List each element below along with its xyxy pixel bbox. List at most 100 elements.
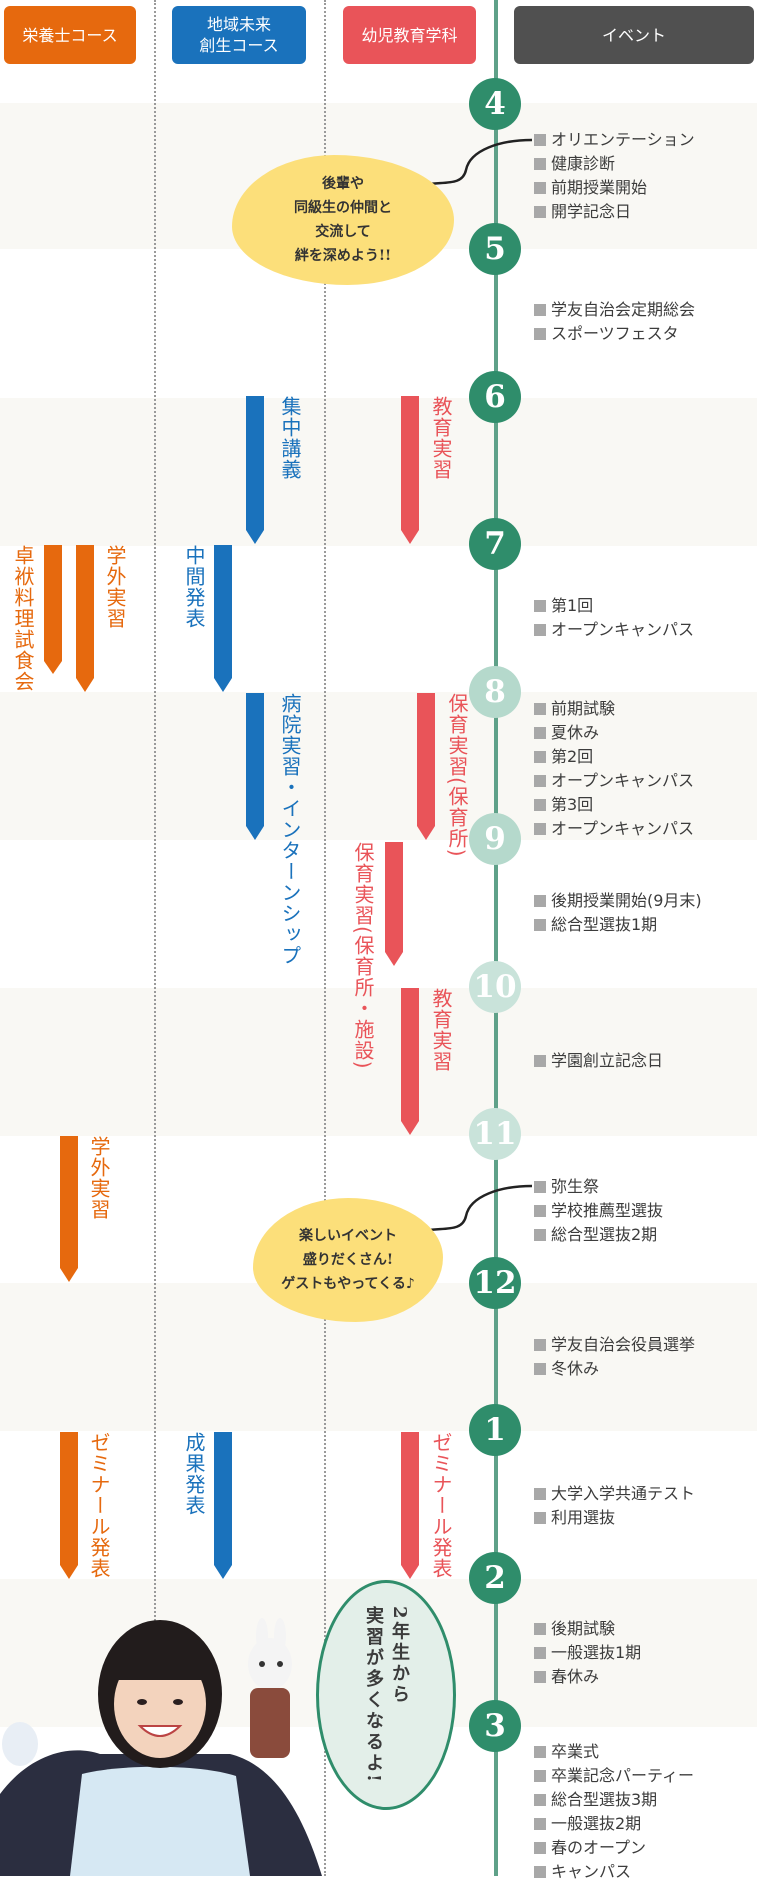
list-item: 大学入学共通テスト [534,1482,754,1506]
list-item: 一般選抜1期 [534,1641,754,1665]
list-item: 学友自治会役員選挙 [534,1333,754,1357]
header-eiyo-course: 栄養士コース [4,6,136,64]
list-item: オリエンテーション [534,128,754,152]
header-yoji-department: 幼児教育学科 [343,6,476,64]
bar-hoiku2 [385,842,403,966]
month-marker: 10 [469,961,521,1013]
label-hoiku1: 保育実習(保育所) [445,693,469,858]
list-item: 学友自治会定期総会 [534,298,754,322]
list-item: 一般選抜2期 [534,1812,754,1836]
list-item: 春のオープン [534,1836,754,1860]
bar-shuchu [246,396,264,544]
list-item: 学園創立記念日 [534,1049,754,1073]
list-item: 総合型選抜1期 [534,913,754,937]
list-item: 弥生祭 [534,1175,754,1199]
label-semi-eiyo: ゼミナール発表 [87,1432,111,1579]
list-item: 後期授業開始(9月末) [534,889,754,913]
month-marker: 12 [469,1257,521,1309]
list-item: 春休み [534,1665,754,1689]
list-item: 健康診断 [534,152,754,176]
bar-kyoiku1 [401,396,419,544]
list-item: 夏休み [534,721,754,745]
bar-hoiku1 [417,693,435,840]
bar-semi-eiyo [60,1432,78,1579]
bar-gakugai1 [76,545,94,692]
bar-chukan [214,545,232,692]
bar-kyoiku2 [401,988,419,1135]
month-marker: 11 [469,1108,521,1160]
bubble-line: 絆を深めよう!! [294,248,392,264]
label-kyoiku2: 教育実習 [429,988,453,1072]
list-item: 第1回 [534,594,754,618]
bubble-line: 2年生から [389,1605,410,1706]
month-marker: 3 [469,1700,521,1752]
month-marker: 4 [469,78,521,130]
list-item: 開学記念日 [534,200,754,224]
label-takushoku: 卓袱料理試食会 [11,545,35,692]
label-gakugai1: 学外実習 [103,545,127,629]
bubble-line: 同級生の仲間と [294,200,392,216]
bubble-line: 盛りだくさん! [302,1252,394,1268]
month-marker: 1 [469,1404,521,1456]
list-item: 利用選抜 [534,1506,754,1530]
event-list-jan: 大学入学共通テスト 利用選抜 [534,1482,754,1530]
header-chiiki-course: 地域未来創生コース [172,6,306,64]
event-list-feb: 後期試験 一般選抜1期 春休み [534,1617,754,1689]
bar-byoin [246,693,264,840]
bubble-line: ゲストもやってくる♪ [281,1276,415,1292]
event-list-oct: 学園創立記念日 [534,1049,754,1073]
bubble-line: 楽しいイベント [298,1228,397,1244]
bar-seika [214,1432,232,1579]
bubble-line: 実習が多くなるよ! [363,1605,384,1785]
label-seika: 成果発表 [182,1432,206,1516]
event-list-may: 学友自治会定期総会 スポーツフェスタ [534,298,754,346]
bubble-line: 交流して [315,224,371,240]
list-item: 冬休み [534,1357,754,1381]
month-marker: 9 [469,813,521,865]
event-list-mar: 卒業式 卒業記念パーティー 総合型選抜3期 一般選抜2期 春のオープン キャンパ… [534,1740,754,1884]
event-list-sep: 後期授業開始(9月末) 総合型選抜1期 [534,889,754,937]
label-gakugai2: 学外実習 [87,1136,111,1220]
student-photo [0,1618,322,1876]
column-divider [154,0,156,1876]
list-item: 学校推薦型選抜 [534,1199,754,1223]
event-list-aug: 前期試験 夏休み 第2回 オープンキャンパス 第3回 オープンキャンパス [534,697,754,841]
label-hoiku2: 保育実習(保育所・施設) [351,842,375,1070]
timeline-line [494,0,498,1876]
month-band-jun [0,398,757,546]
label-chukan: 中間発表 [182,545,206,629]
list-item: オープンキャンパス [534,618,754,642]
event-list-jul: 第1回 オープンキャンパス [534,594,754,642]
month-marker: 8 [469,666,521,718]
bar-gakugai2 [60,1136,78,1282]
month-band-aug [0,692,757,840]
event-list-dec: 学友自治会役員選挙 冬休み [534,1333,754,1381]
list-item: オープンキャンパス [534,817,754,841]
month-marker: 6 [469,371,521,423]
month-marker: 7 [469,518,521,570]
month-marker: 2 [469,1552,521,1604]
month-band-oct [0,988,757,1136]
list-item: オープンキャンパス [534,769,754,793]
label-byoin: 病院実習・インターンシップ [278,693,302,966]
list-item: 前期授業開始 [534,176,754,200]
list-item: 卒業記念パーティー [534,1764,754,1788]
list-item: スポーツフェスタ [534,322,754,346]
event-list-apr: オリエンテーション 健康診断 前期授業開始 開学記念日 [534,128,754,224]
list-item: 総合型選抜2期 [534,1223,754,1247]
column-divider [324,0,326,1876]
list-item: 第2回 [534,745,754,769]
speech-bubble-friends: 後輩や 同級生の仲間と 交流して 絆を深めよう!! [232,155,454,285]
bubble-line: 後輩や [322,176,364,192]
arrow-icon [417,1184,533,1234]
arrow-icon [417,138,533,188]
list-item: 第3回 [534,793,754,817]
list-item: 後期試験 [534,1617,754,1641]
label-semi-yoji: ゼミナール発表 [429,1432,453,1579]
bar-semi-yoji [401,1432,419,1579]
header-event: イベント [514,6,754,64]
speech-bubble-events: 楽しいイベント 盛りだくさん! ゲストもやってくる♪ [253,1198,443,1322]
month-marker: 5 [469,223,521,275]
label-shuchu: 集中講義 [278,396,302,480]
